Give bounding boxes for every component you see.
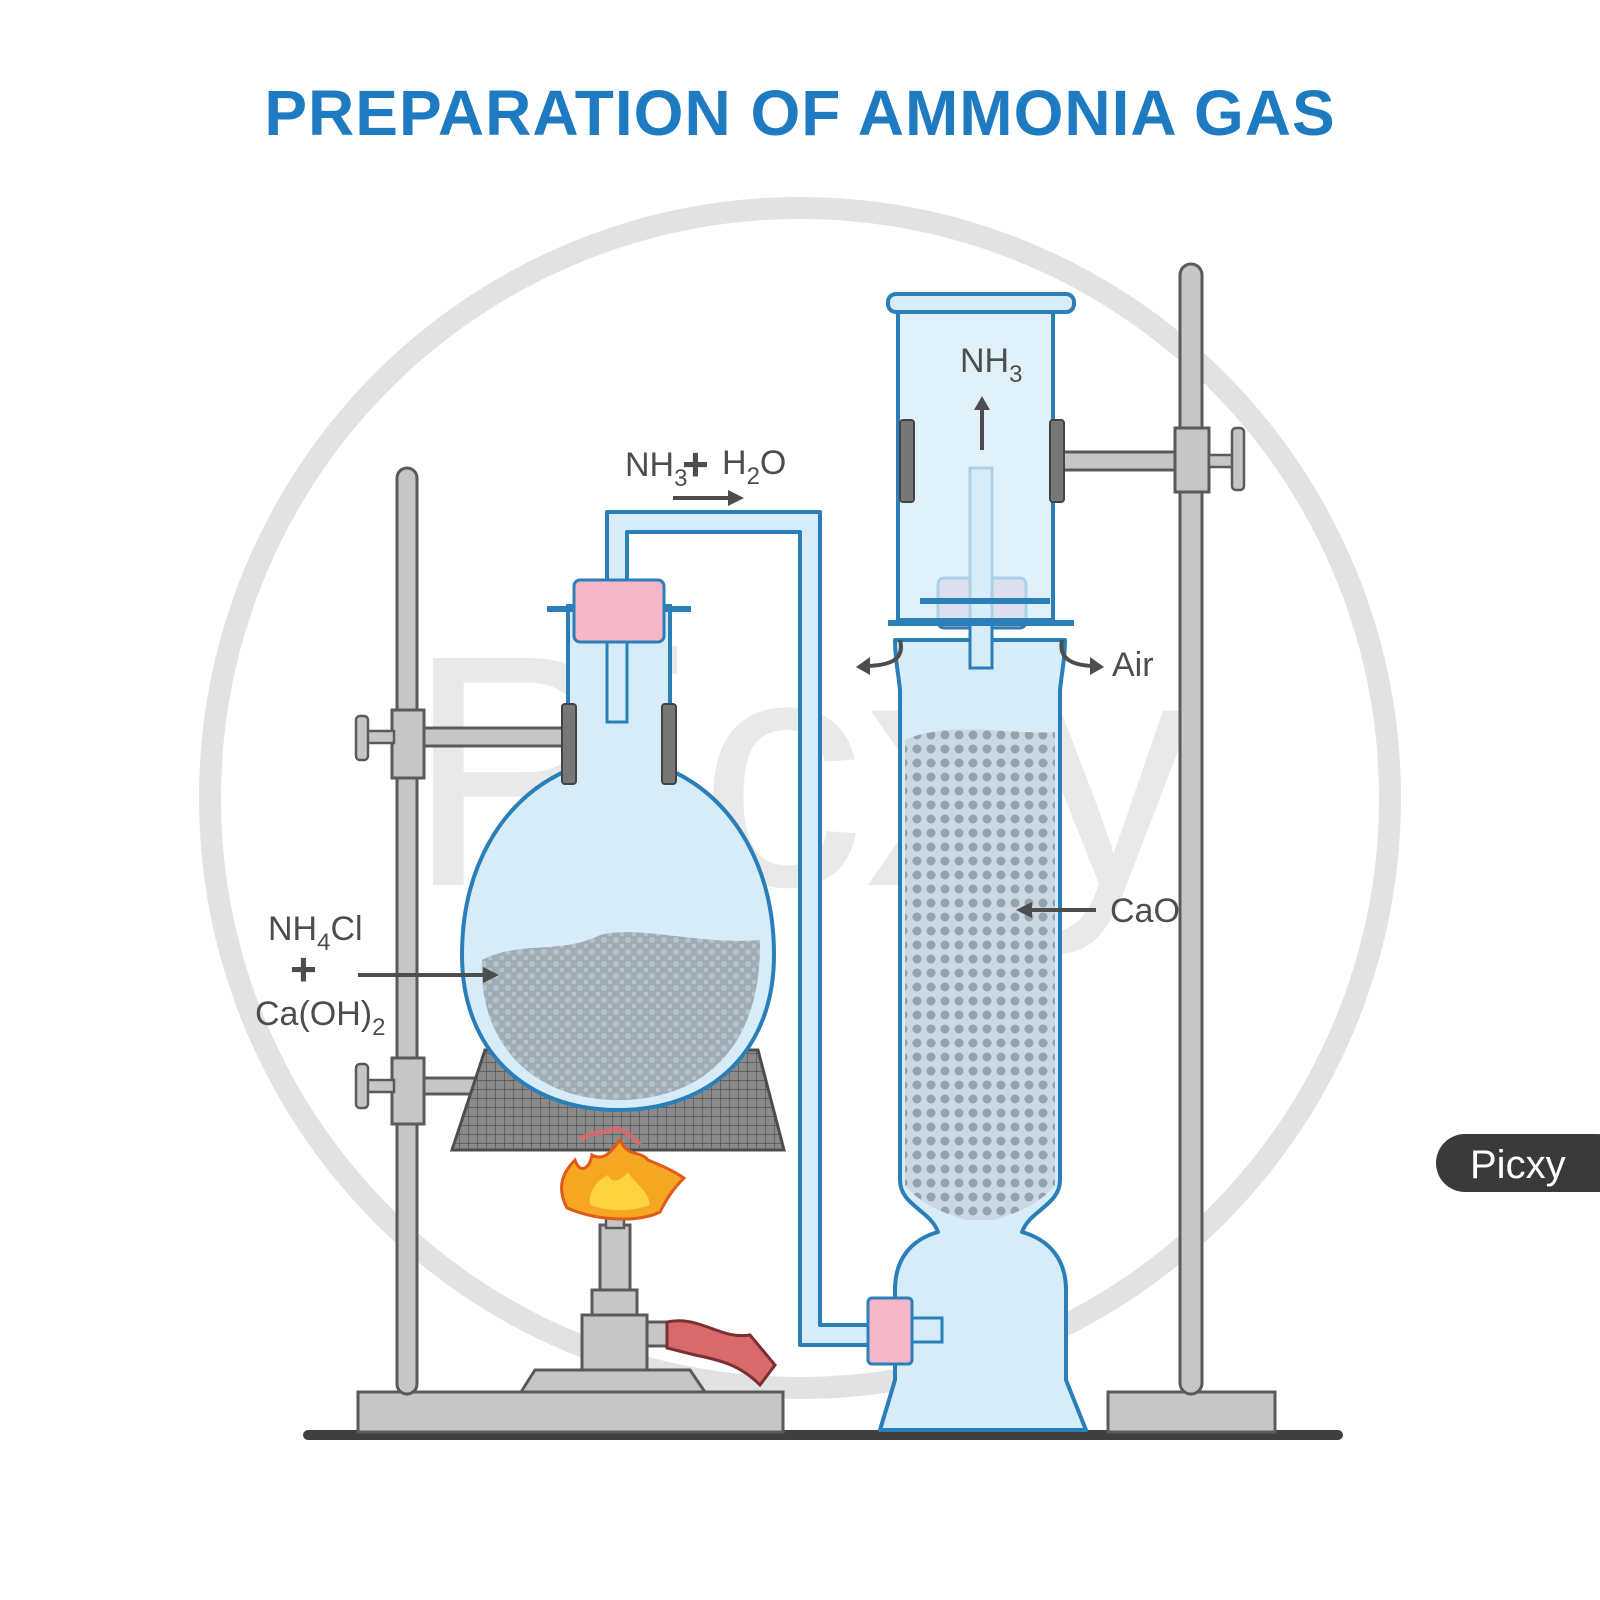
reactant-mixture [481, 932, 761, 1100]
arrow-icon [673, 490, 744, 506]
clamp-icon [354, 1056, 486, 1126]
label-collected-gas: NH3 [960, 342, 1022, 388]
label-outlet-gas: NH3 [625, 446, 687, 492]
label-plus: + [682, 438, 709, 490]
arrow-icon [856, 639, 903, 675]
label-reactant-1: NH4Cl [268, 910, 363, 956]
label-reactant-plus: + [290, 943, 317, 995]
gas-hose [665, 1319, 777, 1388]
page-title: PREPARATION OF AMMONIA GAS [264, 77, 1335, 149]
rubber-stopper [572, 578, 666, 644]
arrow-icon [974, 396, 990, 450]
calcium-oxide-fill [905, 729, 1055, 1220]
watermark-badge-text: Picxy [1470, 1143, 1566, 1187]
label-drying-agent: CaO [1110, 892, 1180, 930]
clamp-icon [354, 708, 566, 780]
round-bottom-flask [459, 578, 777, 1113]
label-reactant-2: Ca(OH)2 [255, 995, 385, 1041]
clamp-icon [1058, 426, 1246, 494]
gas-burner-icon [518, 1208, 777, 1394]
arrow-icon [1059, 639, 1104, 675]
arrow-icon [1016, 902, 1096, 918]
gas-jar [886, 292, 1076, 626]
watermark-badge: Picxy [1436, 1134, 1600, 1192]
right-retort-stand [1058, 262, 1277, 1434]
flame-icon [560, 1125, 687, 1221]
left-retort-stand [354, 466, 785, 1434]
label-water: H2O [722, 444, 786, 490]
arrow-icon [358, 967, 499, 983]
label-air: Air [1112, 646, 1154, 684]
